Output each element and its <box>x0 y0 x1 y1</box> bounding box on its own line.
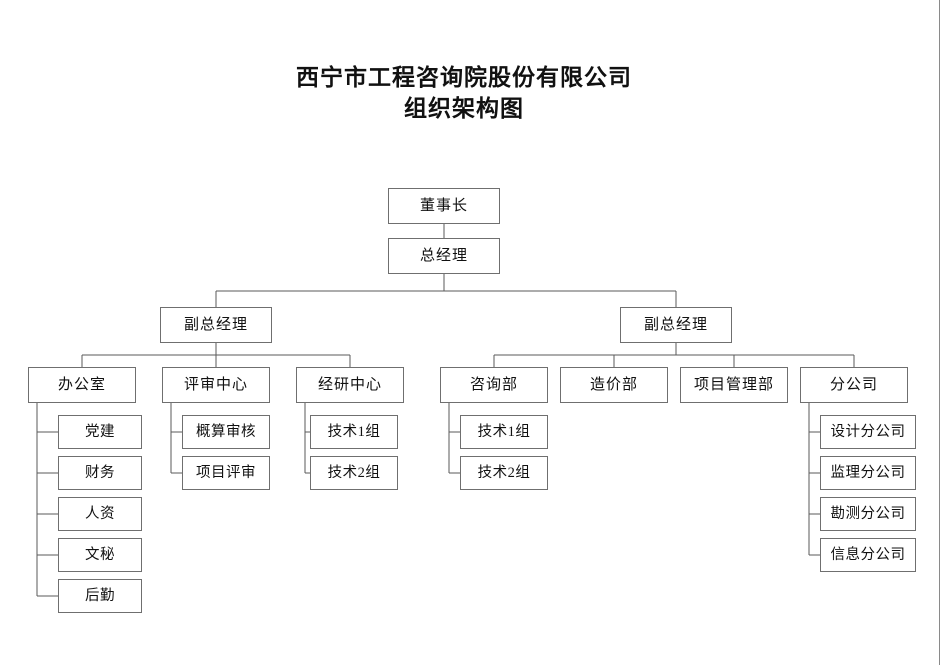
org-node: 造价部 <box>560 367 668 403</box>
org-node: 咨询部 <box>440 367 548 403</box>
org-node: 文秘 <box>58 538 142 572</box>
org-node: 总经理 <box>388 238 500 274</box>
org-node: 设计分公司 <box>820 415 916 449</box>
org-node: 经研中心 <box>296 367 404 403</box>
org-node: 监理分公司 <box>820 456 916 490</box>
org-node: 副总经理 <box>160 307 272 343</box>
org-node: 人资 <box>58 497 142 531</box>
page-title: 西宁市工程咨询院股份有限公司 组织架构图 <box>0 62 928 124</box>
org-node: 党建 <box>58 415 142 449</box>
org-node: 项目评审 <box>182 456 270 490</box>
org-node: 勘测分公司 <box>820 497 916 531</box>
org-node: 财务 <box>58 456 142 490</box>
org-node: 评审中心 <box>162 367 270 403</box>
org-node: 技术2组 <box>310 456 398 490</box>
title-line-2: 组织架构图 <box>404 96 524 121</box>
org-node: 技术1组 <box>310 415 398 449</box>
org-node: 分公司 <box>800 367 908 403</box>
org-node: 副总经理 <box>620 307 732 343</box>
org-node: 技术2组 <box>460 456 548 490</box>
org-node: 项目管理部 <box>680 367 788 403</box>
org-node: 概算审核 <box>182 415 270 449</box>
org-node: 后勤 <box>58 579 142 613</box>
org-node: 办公室 <box>28 367 136 403</box>
title-line-1: 西宁市工程咨询院股份有限公司 <box>296 65 632 90</box>
org-node: 信息分公司 <box>820 538 916 572</box>
org-node: 董事长 <box>388 188 500 224</box>
org-node: 技术1组 <box>460 415 548 449</box>
